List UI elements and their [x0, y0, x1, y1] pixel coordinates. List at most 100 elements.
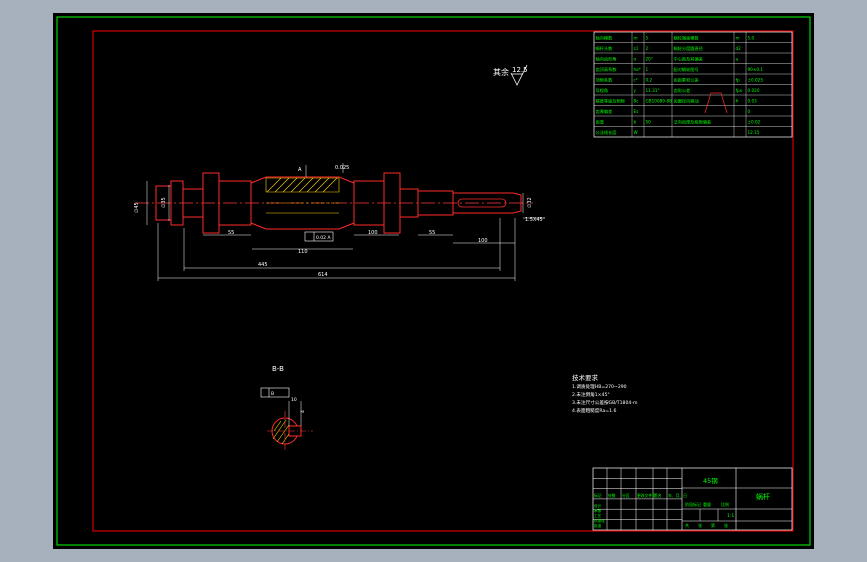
tb-sheet-label: 张 — [698, 522, 702, 528]
dim-key-width: 10 — [291, 397, 297, 403]
params-cell: 精度等级及侧隙 — [596, 98, 626, 105]
dim-left-seg: 55 — [228, 230, 234, 236]
params-cell: 8c — [634, 99, 640, 104]
tolerance-text: 0.02 A — [316, 235, 331, 241]
params-cell: 齿顶高系数 — [596, 66, 618, 73]
tb-scale: 1:1 — [727, 513, 734, 519]
params-cell: GB10089-88 — [646, 99, 673, 104]
tb-label: 年、月、日 — [668, 493, 687, 498]
dim-thread-chamfer: 1.5X45° — [525, 217, 546, 223]
params-cell: fpx — [736, 88, 743, 93]
keyway — [457, 198, 507, 208]
worm-hatch-area — [265, 177, 340, 193]
params-cell: 5.0 — [748, 36, 755, 41]
notes-title: 技术要求 — [572, 373, 599, 382]
params-cell: 配对蜗轮图号 — [674, 66, 699, 73]
params-cell: 50 — [646, 120, 652, 125]
tb-sheet-label: 第 — [711, 522, 715, 528]
roughness-symbol — [510, 64, 528, 86]
params-cell: 0.2 — [646, 78, 653, 83]
params-cell: m — [736, 36, 740, 41]
params-cell: 5 — [646, 36, 649, 41]
roughness-value: 12.5 — [512, 66, 528, 74]
section-label: B-B — [272, 365, 284, 373]
params-cell: W — [634, 130, 638, 135]
params-cell: 中心距及其偏差 — [674, 56, 703, 63]
inner-frame — [92, 30, 794, 532]
params-cell: 90±0.1 — [748, 67, 764, 72]
dim-key-depth: 4 — [300, 410, 306, 413]
params-cell: 公法线长度 — [596, 129, 618, 136]
tooth-profile-sketch — [704, 92, 728, 114]
params-cell: 顶隙系数 — [596, 77, 614, 84]
params-cell: 法向齿厚及极限偏差 — [674, 119, 712, 126]
params-cell: 12.15 — [748, 130, 760, 135]
params-cell: z1 — [634, 46, 639, 51]
params-cell: 齿距累积公差 — [674, 77, 699, 84]
params-cell: d2 — [736, 46, 742, 51]
params-cell: 齿厚偏差 — [596, 108, 613, 115]
dim-left-dia: ∅35 — [161, 197, 167, 208]
params-cell: fr — [736, 99, 739, 104]
section-view: B-B B 10 4 — [260, 365, 313, 451]
section-tolerance-frame — [260, 387, 290, 398]
dim-end-len: 100 — [478, 238, 488, 244]
dim-mid-span: 445 — [258, 262, 268, 268]
tb-sheet-label: 张 — [724, 522, 728, 528]
note-line: 2.未注倒角1×45° — [572, 391, 610, 398]
params-cell: 11.31° — [646, 88, 660, 93]
section-hatching — [272, 419, 290, 445]
params-cell: 齿宽 — [596, 119, 605, 126]
shaft-right-end — [452, 192, 522, 214]
tb-row-label: 标准化 — [594, 518, 605, 523]
tb-material: 45钢 — [703, 477, 718, 485]
dim-end-dia: ∅45 — [134, 202, 140, 213]
params-cell: Es — [634, 109, 639, 114]
params-cell: 轴向齿形角 — [596, 56, 617, 63]
params-cell: 蜗杆头数 — [596, 45, 614, 52]
params-cell: 0 — [748, 109, 751, 114]
tb-sheet-label: 共 — [685, 522, 689, 528]
params-cell: 齿形公差 — [674, 87, 691, 94]
tb-row-label: 审核 — [594, 508, 602, 513]
tb-row-label: 设计 — [594, 503, 602, 508]
tb-stage-label: 阶段标记 — [685, 501, 701, 507]
dim-right-small: 55 — [429, 230, 435, 236]
params-cell: 1 — [646, 67, 649, 72]
params-cell: 轴向模数 — [596, 35, 614, 42]
dim-overall-length: 614 — [318, 272, 328, 278]
params-cell: ha* — [634, 67, 641, 72]
tb-stage-label: 比例 — [721, 501, 729, 507]
dim-worm-length: 110 — [298, 249, 308, 255]
params-cell: 蜗轮分度圆直径 — [674, 45, 703, 52]
params-cell: α — [634, 57, 637, 62]
roughness-corner-label: 其余 — [493, 67, 509, 77]
datum-a: A — [298, 167, 302, 173]
tb-part-name: 蜗杆 — [756, 492, 770, 501]
params-cell: 20° — [646, 57, 653, 62]
tb-row-label: 批准 — [594, 523, 602, 528]
params-cell: 导程角 — [596, 87, 609, 94]
tb-label: 处数 — [608, 493, 616, 498]
params-cell: m — [634, 36, 638, 41]
params-cell: ±0.025 — [748, 78, 764, 83]
tolerance-frame — [304, 231, 334, 242]
shaft-main-view: 614 445 110 55 100 55 100 1.5X45° ∅45 ∅3… — [134, 163, 546, 281]
params-cell: fp — [736, 78, 740, 83]
notes-lines: 1.调质处理HB=270~2902.未注倒角1×45°3.未注尺寸公差按GB/T… — [572, 383, 638, 414]
title-block: 45钢 蜗杆 1:1 标记处数分区更改文件号签名年、月、日设计审核工艺标准化批准… — [592, 467, 793, 531]
tb-label: 签名 — [654, 493, 662, 498]
params-cell: a — [736, 57, 739, 62]
params-cell: 0.03 — [748, 99, 758, 104]
shaft-left-shoulder — [170, 180, 184, 226]
note-line: 1.调质处理HB=270~290 — [572, 383, 627, 390]
params-cell: b — [634, 120, 637, 125]
dim-right-seg: 100 — [368, 230, 378, 236]
note-line: 3.未注尺寸公差按GB/T1804-m — [572, 399, 638, 406]
technical-notes: 技术要求 1.调质处理HB=270~2902.未注倒角1×45°3.未注尺寸公差… — [572, 373, 638, 414]
tolerance-small: 0.025 — [335, 165, 349, 171]
outer-frame — [56, 16, 811, 546]
